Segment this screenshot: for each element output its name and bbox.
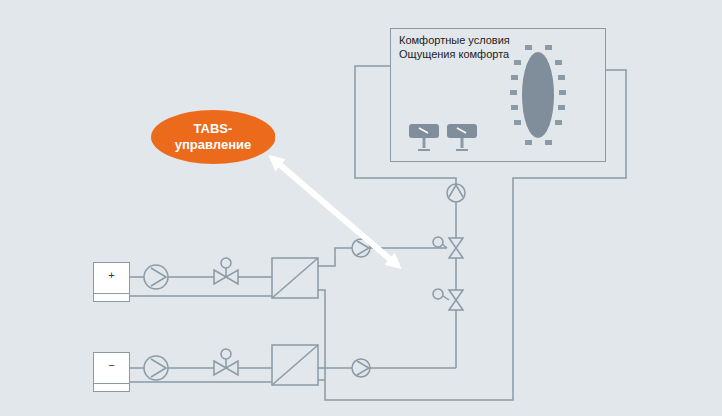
room-caption: Ощущения комфорта xyxy=(399,47,597,61)
room-box: Комфортные условияОщущения комфорта xyxy=(390,28,606,162)
heat-exchanger xyxy=(272,258,318,385)
meeting-table xyxy=(510,45,566,145)
valve-symbol xyxy=(214,237,463,375)
control-ellipse: TABS- управление xyxy=(151,110,276,164)
thermostat-icon xyxy=(409,124,477,150)
tank-divider xyxy=(94,383,129,384)
cold-source-tank: − xyxy=(93,352,130,392)
control-arrow xyxy=(272,158,398,266)
tank-divider xyxy=(94,293,129,294)
heat-source-tank: + xyxy=(93,262,130,302)
room-caption: Комфортные условия xyxy=(399,33,597,47)
pump-symbol xyxy=(144,184,465,380)
control-label: TABS- управление xyxy=(175,121,251,153)
tank-sign: − xyxy=(94,353,129,371)
tank-sign: + xyxy=(94,263,129,281)
ellipse-fill xyxy=(151,110,276,164)
